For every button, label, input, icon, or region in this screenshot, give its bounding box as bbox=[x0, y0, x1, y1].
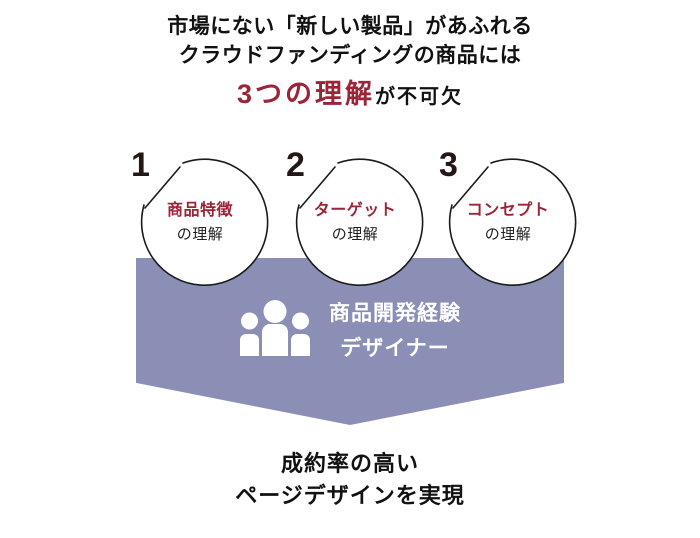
footer-line-2: ページデザインを実現 bbox=[235, 483, 465, 508]
heading-line-2: クラウドファンディングの商品には bbox=[178, 44, 522, 67]
step-number: 3 bbox=[439, 146, 458, 184]
banner-text-group: 商品開発経験 デザイナー bbox=[329, 300, 461, 363]
heading-line-1: 市場にない「新しい製品」があふれる bbox=[167, 15, 533, 38]
heading-emphasis-red: 3つの理解 bbox=[236, 79, 376, 109]
step-number: 1 bbox=[131, 146, 150, 184]
heading-emphasis: 3つの理解が不可欠 bbox=[0, 77, 700, 116]
circle-outline-icon bbox=[295, 158, 424, 286]
circle-outline-icon bbox=[140, 158, 269, 286]
heading-block: 市場にない「新しい製品」があふれる クラウドファンディングの商品には 3つの理解… bbox=[0, 12, 700, 116]
footer-block: 成約率の高い ページデザインを実現 bbox=[0, 448, 700, 512]
heading-emphasis-black: が不可欠 bbox=[375, 86, 464, 108]
step-number: 2 bbox=[286, 146, 305, 184]
footer-line-1: 成約率の高い bbox=[280, 451, 419, 476]
circle-outline-icon bbox=[448, 158, 577, 286]
three-people-icon bbox=[240, 300, 310, 356]
banner-content: 商品開発経験 デザイナー bbox=[136, 258, 564, 425]
banner-line-2: デザイナー bbox=[340, 337, 450, 360]
banner-line-1: 商品開発経験 bbox=[329, 302, 461, 325]
